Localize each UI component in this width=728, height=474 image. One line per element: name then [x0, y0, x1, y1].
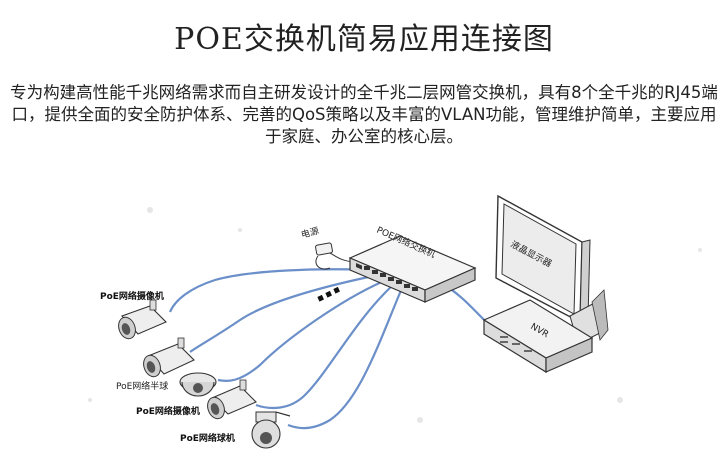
- camera-icon: [118, 299, 167, 340]
- cable-camera-1: [168, 268, 372, 313]
- device-label-camera-1: PoE网络摄像机: [100, 290, 164, 302]
- camera-icon: [143, 337, 195, 378]
- device-label-speed-dome: PoE网络球机: [180, 432, 235, 444]
- switch-ports-icon: [356, 263, 418, 291]
- cable-camera-3: [255, 283, 395, 410]
- device-label-camera-3: PoE网络摄像机: [136, 405, 200, 417]
- page-title: POE交换机简易应用连接图: [174, 22, 554, 57]
- background-dots: [88, 207, 702, 423]
- nvr-recorder: [482, 299, 594, 374]
- speed-dome-icon: [251, 411, 291, 449]
- power-plug-icon: [315, 242, 333, 256]
- power-label: 电源: [300, 225, 321, 241]
- cable-dome: [217, 278, 387, 382]
- power-adapter: [315, 242, 359, 270]
- page-description: 专为构建高性能千兆网络需求而自主研发设计的全千兆二层网管交换机，具有8个全千兆的…: [10, 83, 718, 146]
- cable-camera-2: [189, 273, 379, 353]
- camera-icon: [207, 379, 257, 420]
- dome-camera-icon: [179, 372, 217, 397]
- port-dashes: [317, 286, 340, 302]
- cable-speed-dome: [287, 287, 404, 430]
- device-label-dome: PoE网络半球: [116, 380, 168, 392]
- poe-switch: [348, 235, 477, 303]
